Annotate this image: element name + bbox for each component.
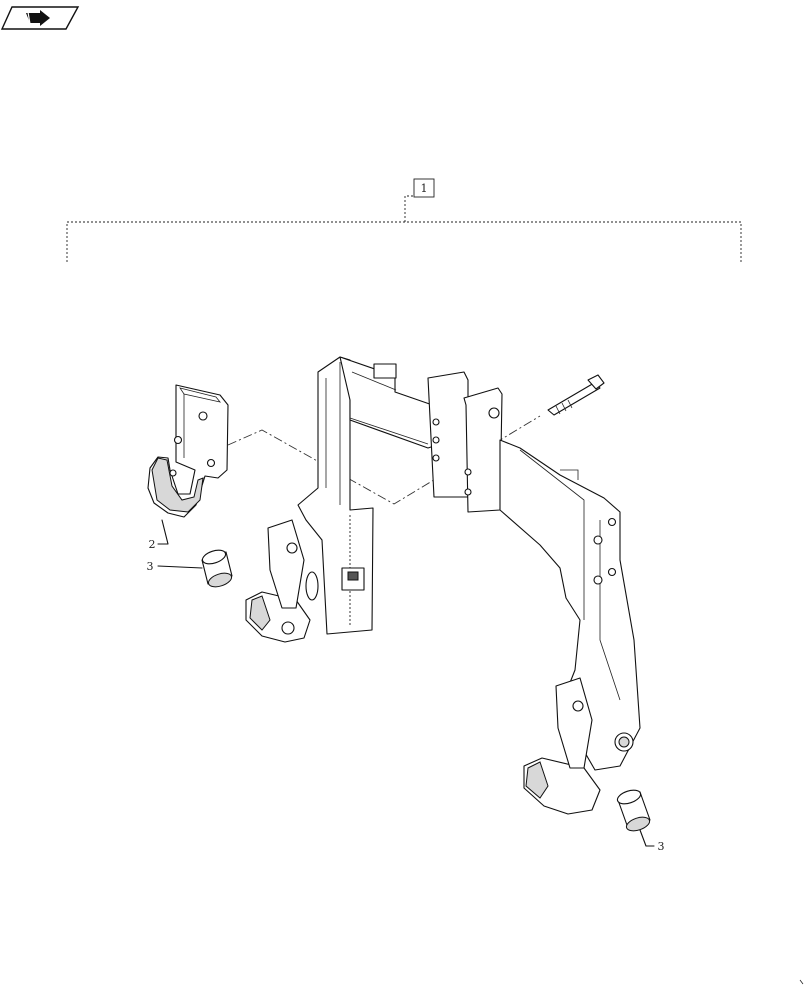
coupler-frame xyxy=(245,356,641,815)
callout-3-right-label: 3 xyxy=(658,840,665,853)
callout-3-left[interactable]: 3 xyxy=(147,560,203,573)
assembly-bracket xyxy=(66,195,742,262)
bushing-left xyxy=(201,549,233,588)
hook-part xyxy=(147,384,229,518)
callout-2[interactable]: 2 xyxy=(149,519,169,551)
corner-mark xyxy=(799,979,804,985)
bushing-right xyxy=(616,789,651,832)
assembly-callout-1[interactable]: 1 xyxy=(413,178,435,198)
page-nav-arrow-icon[interactable] xyxy=(0,6,80,30)
assembly-callout-1-label: 1 xyxy=(421,182,428,195)
callout-3-left-label: 3 xyxy=(147,560,154,573)
callout-2-label: 2 xyxy=(149,538,156,551)
callout-3-right[interactable]: 3 xyxy=(639,829,665,853)
